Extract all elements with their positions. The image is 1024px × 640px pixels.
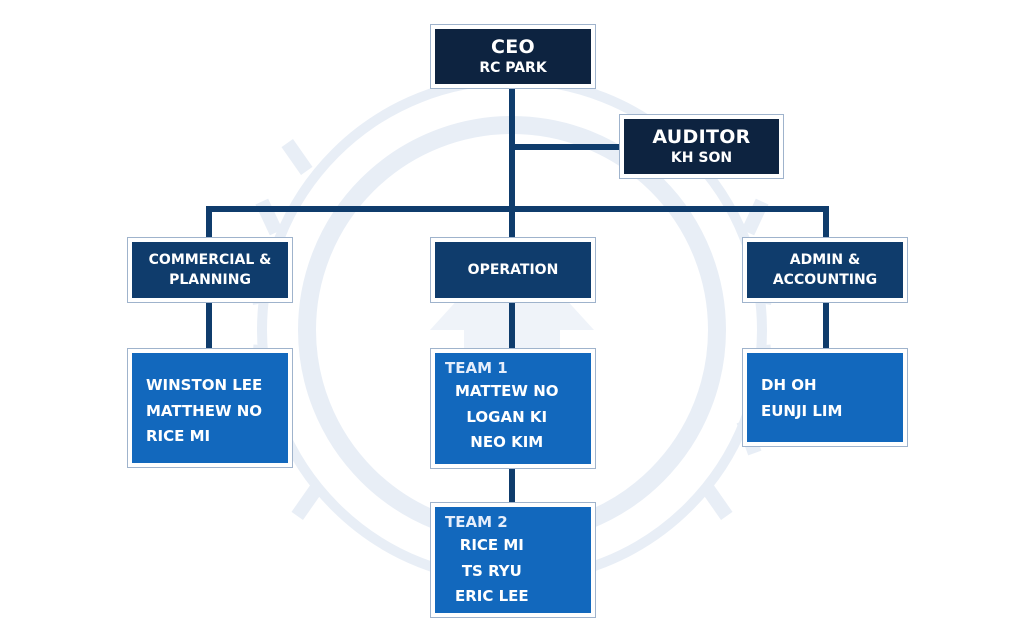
member-name: EUNJI LIM: [761, 401, 843, 420]
team2-title: TEAM 2: [445, 513, 508, 531]
member-name: MATTHEW NO: [146, 401, 263, 420]
member-name: ERIC LEE: [455, 587, 529, 605]
member-name: RICE MI: [146, 427, 211, 445]
admin-accounting-box: ADMIN & ACCOUNTING: [742, 237, 908, 303]
ceo-name: RC PARK: [479, 60, 547, 76]
commercial-label-line1: COMMERCIAL &: [148, 252, 272, 268]
ceo-box: CEO RC PARK: [430, 24, 596, 89]
member-name: NEO KIM: [470, 433, 544, 451]
ceo-title: CEO: [491, 36, 535, 58]
commercial-planning-box: COMMERCIAL & PLANNING: [127, 237, 293, 303]
member-name: WINSTON LEE: [146, 376, 263, 394]
member-name: LOGAN KI: [466, 407, 548, 426]
team1-box: TEAM 1 MATTEW NO LOGAN KI NEO KIM: [430, 348, 596, 469]
member-name: DH OH: [761, 376, 817, 394]
commercial-members-box: WINSTON LEE MATTHEW NO RICE MI: [127, 348, 293, 468]
auditor-box: AUDITOR KH SON: [619, 114, 784, 179]
auditor-title: AUDITOR: [652, 126, 751, 148]
team1-title: TEAM 1: [445, 359, 508, 377]
admin-label-line2: ACCOUNTING: [772, 272, 878, 288]
member-name: TS RYU: [461, 561, 522, 580]
admin-members-box: DH OH EUNJI LIM: [742, 348, 908, 447]
member-name: RICE MI: [459, 536, 524, 554]
auditor-name: KH SON: [670, 150, 733, 166]
operation-label: OPERATION: [467, 262, 559, 278]
commercial-label-line2: PLANNING: [169, 272, 251, 288]
operation-box: OPERATION: [430, 237, 596, 303]
team2-box: TEAM 2 RICE MI TS RYU ERIC LEE: [430, 502, 596, 618]
admin-label-line1: ADMIN &: [789, 252, 861, 268]
member-name: MATTEW NO: [455, 382, 559, 400]
